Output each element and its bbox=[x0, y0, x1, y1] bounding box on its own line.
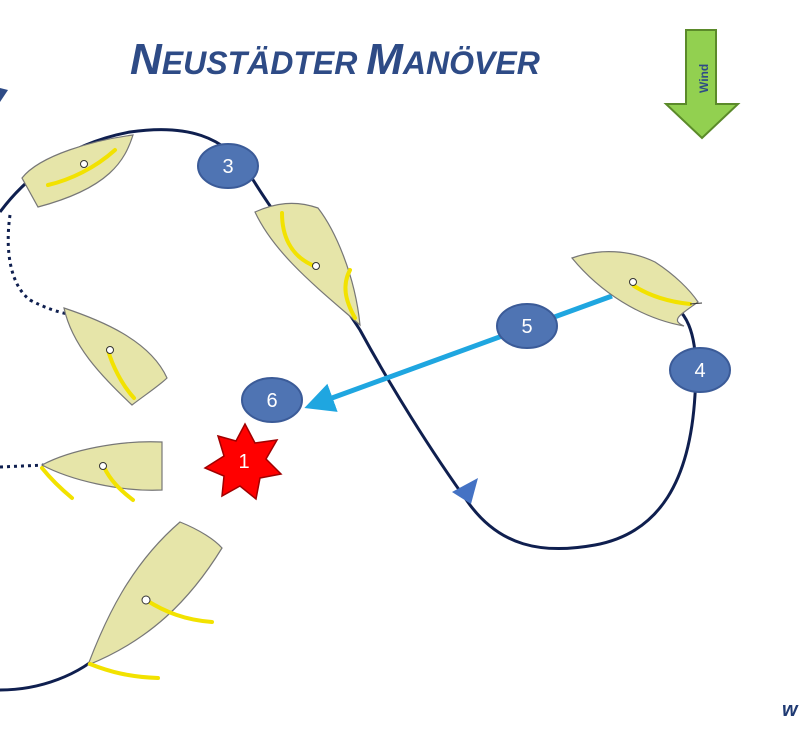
marker-label: 5 bbox=[521, 316, 532, 338]
course-path bbox=[0, 128, 698, 551]
footer-text: w bbox=[782, 699, 799, 721]
boat-icon bbox=[21, 134, 134, 208]
dotted-path-upper bbox=[6, 214, 69, 316]
boat-icon bbox=[570, 251, 703, 327]
marker-label: 4 bbox=[694, 360, 705, 382]
marker-4: 4 bbox=[669, 347, 731, 393]
dotted-path-lower bbox=[0, 463, 46, 469]
boat-icon bbox=[63, 307, 168, 406]
diagram-title: NEUSTÄDTER MANÖVER bbox=[130, 35, 540, 84]
wind-label: Wind bbox=[697, 64, 711, 93]
edge-triangle-icon bbox=[0, 88, 8, 102]
course-arrow bbox=[304, 293, 613, 412]
marker-6: 6 bbox=[241, 377, 303, 423]
marker-label: 3 bbox=[222, 156, 233, 178]
marker-5: 5 bbox=[496, 303, 558, 349]
wind-arrow-icon: Wind bbox=[663, 29, 741, 140]
direction-arrow-icon bbox=[452, 478, 478, 504]
marker-3: 3 bbox=[197, 143, 259, 189]
star-label: 1 bbox=[238, 451, 249, 473]
boat-icon bbox=[86, 521, 223, 680]
boat-icon bbox=[254, 202, 361, 327]
marker-label: 6 bbox=[266, 390, 277, 412]
boat-icon bbox=[40, 441, 163, 502]
start-star-icon: 1 bbox=[203, 422, 283, 501]
